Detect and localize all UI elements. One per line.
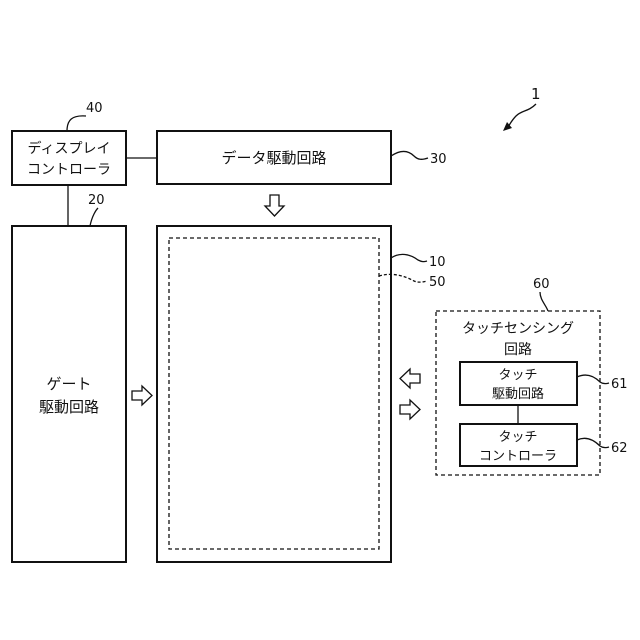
touch-sensing-label-line2: 回路 (504, 342, 532, 358)
figure-ref-label: 1 (531, 85, 541, 103)
data-driver-ref: 30 (430, 152, 447, 167)
gate-driver-ref: 20 (88, 193, 105, 208)
data-to-panel-arrow (265, 195, 284, 216)
display-panel-ref: 10 (429, 255, 446, 270)
touch-sensing-ref: 60 (533, 277, 550, 292)
data-driver-label: データ駆動回路 (221, 149, 326, 167)
display-controller-label-line2: コントローラ (27, 162, 111, 178)
gate-driver-label-line2: 駆動回路 (39, 398, 99, 416)
touch-driver-label-line2: 駆動回路 (492, 386, 544, 402)
touch-sensing-block: タッチセンシング 回路 タッチ 駆動回路 タッチ コントローラ (436, 311, 600, 475)
touch-driver-leader (577, 375, 609, 384)
data-driver-block: データ駆動回路 (157, 131, 391, 184)
touch-screen-ref: 50 (429, 275, 446, 290)
gate-driver-leader (90, 208, 98, 226)
touch-sensing-label-line1: タッチセンシング (462, 321, 574, 337)
display-controller-ref: 40 (86, 101, 103, 116)
display-panel-leader (391, 254, 427, 261)
display-controller-label-line1: ディスプレイ (27, 140, 110, 157)
touch-sensing-leader (540, 292, 548, 311)
touch-driver-ref: 61 (611, 377, 628, 392)
figure-ref-leader (508, 104, 536, 127)
display-controller-block: ディスプレイ コントローラ (12, 131, 126, 185)
gate-driver-label-line1: ゲート (46, 375, 91, 393)
gate-to-panel-arrow (132, 386, 152, 405)
panel-to-sensing-arrow (400, 400, 420, 419)
display-panel (157, 226, 391, 562)
display-controller-leader (67, 116, 86, 131)
touch-controller-ref: 62 (611, 441, 628, 456)
data-driver-leader (391, 152, 428, 160)
touch-driver-label-line1: タッチ (498, 368, 537, 383)
sensing-to-panel-arrow (400, 369, 420, 388)
touch-controller-label-line2: コントローラ (479, 449, 557, 464)
touch-driver-block: タッチ 駆動回路 (460, 362, 577, 405)
gate-driver-block: ゲート 駆動回路 (12, 226, 126, 562)
touch-controller-leader (577, 438, 609, 447)
touch-controller-block: タッチ コントローラ (460, 424, 577, 466)
touch-controller-label-line1: タッチ (498, 430, 537, 445)
